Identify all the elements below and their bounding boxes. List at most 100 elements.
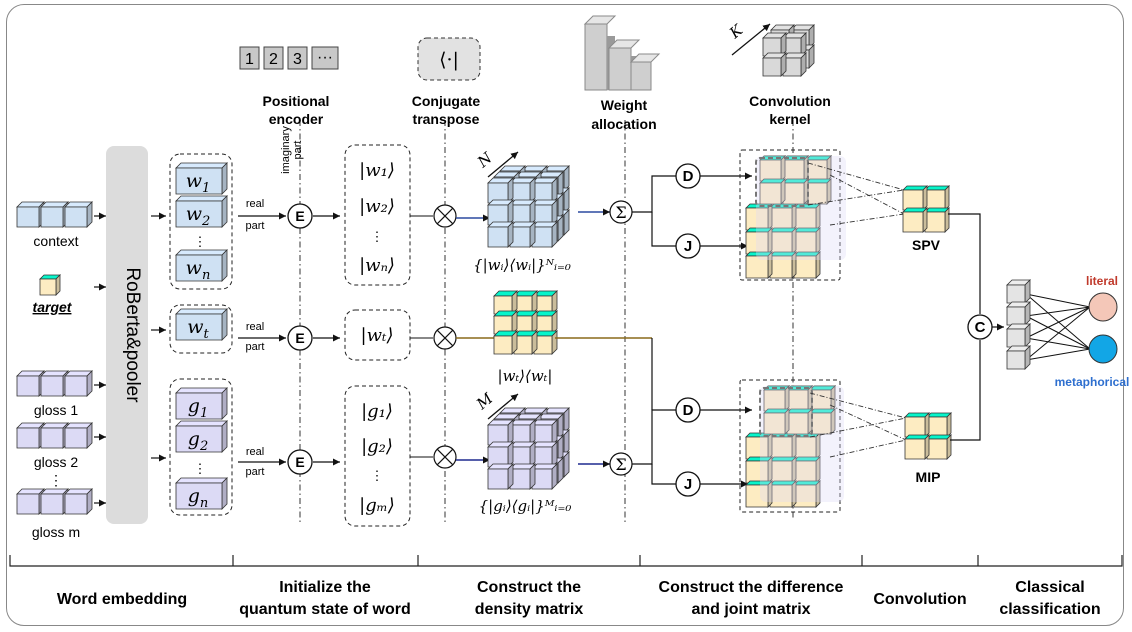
roberta-pooler-label: RoBerta&pooler [122,267,143,403]
real-label-3: real [246,446,264,458]
input-cubes [16,201,93,515]
fc-input-3 [1006,345,1031,370]
conjugate-transpose-box [417,37,481,81]
density-g-l0-r0-c2-side [551,419,558,446]
ket-labels: |w₁⟩ |w₂⟩ ⋮ |wₙ⟩ |wₜ⟩ |g₁⟩ |g₂⟩ ⋮ |gₘ⟩ [359,160,395,516]
density-g-l0-r1-c2 [531,441,558,468]
positional-title-1: Positional [263,93,330,109]
word-block-wt-front [175,313,223,341]
literal-node [1088,292,1118,322]
stage-density-line2: density matrix [475,601,584,618]
kernel-l0-r0-c0 [762,32,787,57]
gloss1-cube-2-front [64,375,88,397]
gloss2-cube-2 [64,422,93,449]
fc-input-2-front [1006,328,1026,348]
stage-dividers [9,555,1123,567]
density-w-l0-r2-c2 [531,221,558,248]
overlay-tint-0 [756,156,846,260]
joint-top-r2-c0-front [745,255,769,279]
g-dots: ⋮ [194,462,207,477]
density-g-l0-r2-c0-front [487,468,509,490]
gloss2-cube-0 [16,422,45,449]
word-blocks [175,162,228,510]
density-w-l0-r1-c0 [487,199,514,226]
D-label-bottom: D [683,402,694,419]
density-t-l0-r1-c1 [513,310,538,335]
word-block-w1 [175,162,228,195]
weight-title-2: allocation [591,116,656,132]
density-g-l0-r0-c2 [531,419,558,446]
word-block-w2-side [221,195,228,228]
word-block-w1-side [221,162,228,195]
joint-bottom-r2-c0 [745,480,773,508]
fc-input-1-front [1006,306,1026,326]
wt-label: wt [187,316,209,342]
fc-input-0 [1006,279,1031,304]
real-label-2: real [246,321,264,333]
word-block-g1-top [175,387,228,394]
density-t-l0-r1-c2 [533,310,558,335]
density-w-l0-r0-c2-side [551,177,558,204]
concat-label: C [975,319,986,336]
word-dots: ⋮ [194,235,207,250]
ket-wt: |wₜ⟩ [361,325,394,346]
fc-edge-2-0 [1025,306,1091,339]
ket-gm: |gₘ⟩ [359,495,395,516]
density-w-l0-r2-c0-side [507,221,514,248]
gloss1-cube-0-front [16,375,40,397]
word-block-g2-top [175,420,228,427]
stage-convolution: Convolution [873,591,966,608]
glossm-label: gloss m [32,524,80,540]
mip-r0-c1 [926,412,952,438]
mip-r1-c0-front [904,438,926,460]
word-vector-groups [169,153,233,516]
density-t-l0-r2-c2 [533,330,558,355]
fc-input-3-front [1006,350,1026,370]
spv-r0-c0 [902,185,928,211]
density-w-l0-r1-c2-side [551,199,558,226]
kernel-l0-r1-c1 [782,52,807,77]
density-g-l0-r0-c1 [509,419,536,446]
mip-r1-c0 [904,434,930,460]
projection-lines [807,162,907,458]
density-g-l2-r0-c2-side [563,407,570,434]
part-label-2: part [246,341,265,353]
gloss2-cube-0-front [16,427,40,449]
diff-bottom-r1-c0-front [763,412,786,435]
word-block-g1-front [175,392,223,420]
conjugate-title-2: transpose [413,111,480,127]
weight-title-1: Weight [601,97,648,113]
density-g-l0-r2-c0-side [507,463,514,490]
J-label-bottom: J [684,476,692,493]
conjugate-title-1: Conjugate [412,93,481,109]
mip-r0-c0 [904,412,930,438]
density-t-l0-r0-c2 [533,290,558,315]
spv-r1-c0 [902,207,928,233]
word-block-gn-top [175,477,228,484]
ket-g2: |g₂⟩ [361,436,393,457]
density-g-l0-r0-c0-side [507,419,514,446]
gloss-dots: ⋮ [49,472,63,488]
word-block-g2-side [221,420,228,453]
wn-label: wn [186,257,211,283]
otimes-to-cube-lines [456,214,494,464]
part-label-3: part [246,466,265,478]
density-g-l0-r0-c1-side [529,419,536,446]
D-label-top: D [683,168,694,185]
stage-difference-line1: Construct the difference [659,579,844,596]
diff-joint-nodes: D J D J [675,163,701,497]
word-block-w2-front [175,200,223,228]
density-w-l0-r0-c2 [531,177,558,204]
stage-density-line1: Construct the [477,579,581,596]
diff-bottom-r1-c1 [786,408,813,435]
stage-word-embedding: Word embedding [57,591,187,608]
word-block-wt [175,308,228,341]
kernel-depth-arrow [731,23,771,56]
density-w-l0-r0-c1-side [529,177,536,204]
w1-label: w1 [186,170,211,196]
kernel-l0-r0-c1 [782,32,807,57]
ket-w2: |w₂⟩ [359,196,395,217]
word-block-w1-front [175,167,223,195]
density-w-l0-r1-c2 [531,199,558,226]
